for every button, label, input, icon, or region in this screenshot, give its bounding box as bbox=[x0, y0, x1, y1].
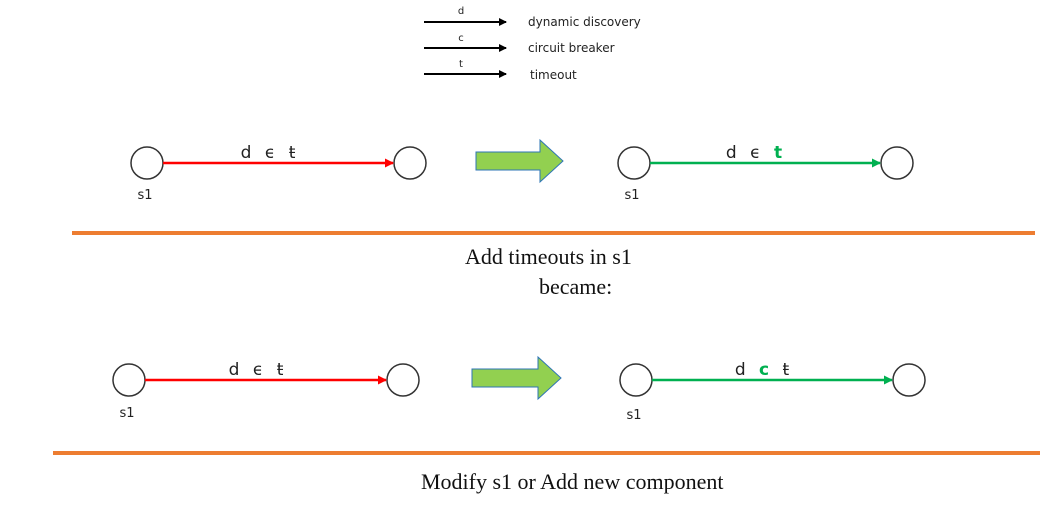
token-d: d bbox=[726, 143, 737, 163]
node-label-s1: s1 bbox=[624, 188, 639, 203]
edge-label: d c ŧ bbox=[735, 360, 790, 380]
token-epsilon: ϵ bbox=[265, 143, 275, 163]
target-node bbox=[386, 363, 420, 397]
edge-label: d ϵ ŧ bbox=[241, 143, 296, 163]
token-d: d bbox=[241, 143, 252, 163]
caption-add-timeouts: Add timeouts in s1 bbox=[465, 244, 632, 269]
node-label-s1: s1 bbox=[626, 408, 641, 423]
legend-item-c: c circuit breaker bbox=[424, 33, 615, 55]
edge-label: d ϵ ŧ bbox=[229, 360, 284, 380]
legend-label: circuit breaker bbox=[528, 41, 615, 55]
token-epsilon: ϵ bbox=[750, 143, 760, 163]
target-node bbox=[892, 363, 926, 397]
legend-label: timeout bbox=[530, 68, 577, 82]
target-node bbox=[880, 146, 914, 180]
node-label-s1: s1 bbox=[137, 188, 152, 203]
scenario-1-before: d ϵ ŧ s1 bbox=[130, 143, 427, 203]
token-d: d bbox=[735, 360, 746, 380]
legend-key: d bbox=[458, 6, 464, 17]
transition-arrow-icon bbox=[471, 355, 562, 401]
node-label-s1: s1 bbox=[119, 406, 134, 421]
scenario-1-after: d ϵ t s1 bbox=[617, 143, 914, 203]
scenario-2-after: d c ŧ s1 bbox=[619, 360, 926, 423]
scenario-2-before: d ϵ ŧ s1 bbox=[112, 360, 420, 421]
token-t-struck: ŧ bbox=[289, 143, 296, 163]
source-node bbox=[130, 146, 164, 180]
token-c-active: c bbox=[759, 360, 769, 380]
scenario-2: d ϵ ŧ s1 d c ŧ s1 bbox=[53, 355, 1040, 455]
legend: d dynamic discovery c circuit breaker t … bbox=[424, 6, 641, 82]
legend-item-t: t timeout bbox=[424, 59, 577, 82]
legend-item-d: d dynamic discovery bbox=[424, 6, 641, 29]
token-t-active: t bbox=[774, 143, 782, 163]
transition-arrow-icon bbox=[475, 138, 564, 184]
source-node bbox=[617, 146, 651, 180]
caption-became: became: bbox=[539, 274, 613, 299]
caption-modify-s1: Modify s1 or Add new component bbox=[421, 469, 724, 494]
edge-label: d ϵ t bbox=[726, 143, 782, 163]
token-d: d bbox=[229, 360, 240, 380]
scenario-1: d ϵ ŧ s1 d ϵ t s1 bbox=[72, 138, 1035, 235]
token-epsilon: ϵ bbox=[253, 360, 263, 380]
target-node bbox=[393, 146, 427, 180]
legend-label: dynamic discovery bbox=[528, 15, 641, 29]
token-t-struck: ŧ bbox=[783, 360, 790, 380]
token-t-struck: ŧ bbox=[277, 360, 284, 380]
legend-key: c bbox=[458, 33, 464, 44]
source-node bbox=[112, 363, 146, 397]
legend-key: t bbox=[459, 59, 463, 70]
source-node bbox=[619, 363, 653, 397]
